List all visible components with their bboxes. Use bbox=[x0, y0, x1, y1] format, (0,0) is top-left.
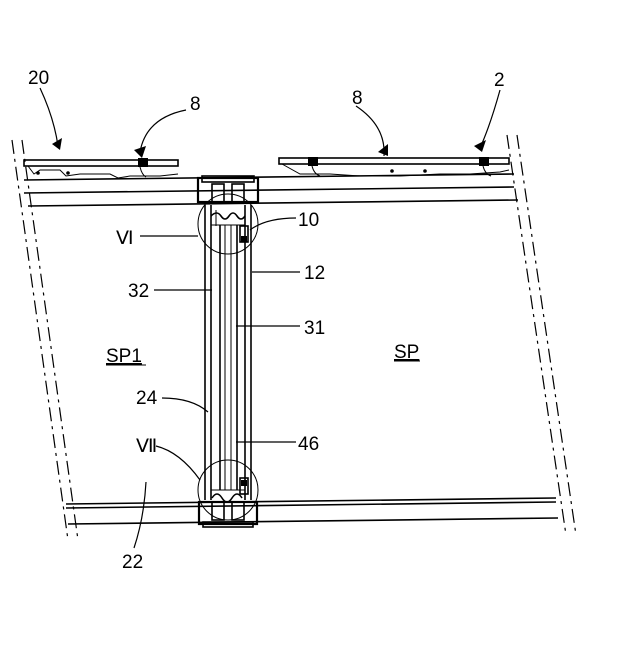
leader-lines bbox=[40, 88, 500, 548]
top-joint-detail bbox=[211, 210, 248, 242]
label-20: 20 bbox=[28, 68, 49, 89]
label-VII: Ⅶ bbox=[136, 436, 157, 457]
right-wall-break-lines bbox=[507, 135, 576, 535]
label-8-left: 8 bbox=[190, 94, 201, 115]
label-10: 10 bbox=[298, 210, 319, 231]
label-24: 24 bbox=[136, 388, 158, 409]
top-right-panel-board bbox=[279, 157, 509, 176]
left-wall-break-lines bbox=[12, 140, 78, 540]
top-beam bbox=[24, 174, 518, 206]
label-VI: Ⅵ bbox=[116, 228, 134, 249]
label-2: 2 bbox=[494, 70, 505, 91]
label-SP1: SP1 bbox=[106, 346, 142, 367]
top-left-panel-board bbox=[24, 158, 178, 178]
label-12: 12 bbox=[304, 263, 325, 284]
label-8-right: 8 bbox=[352, 88, 363, 109]
label-SP: SP bbox=[394, 342, 419, 363]
label-31: 31 bbox=[304, 318, 325, 339]
top-connector-bracket bbox=[198, 176, 258, 202]
label-46: 46 bbox=[298, 434, 319, 455]
label-22: 22 bbox=[122, 552, 143, 573]
bottom-beam bbox=[66, 498, 558, 524]
label-32: 32 bbox=[128, 281, 149, 302]
